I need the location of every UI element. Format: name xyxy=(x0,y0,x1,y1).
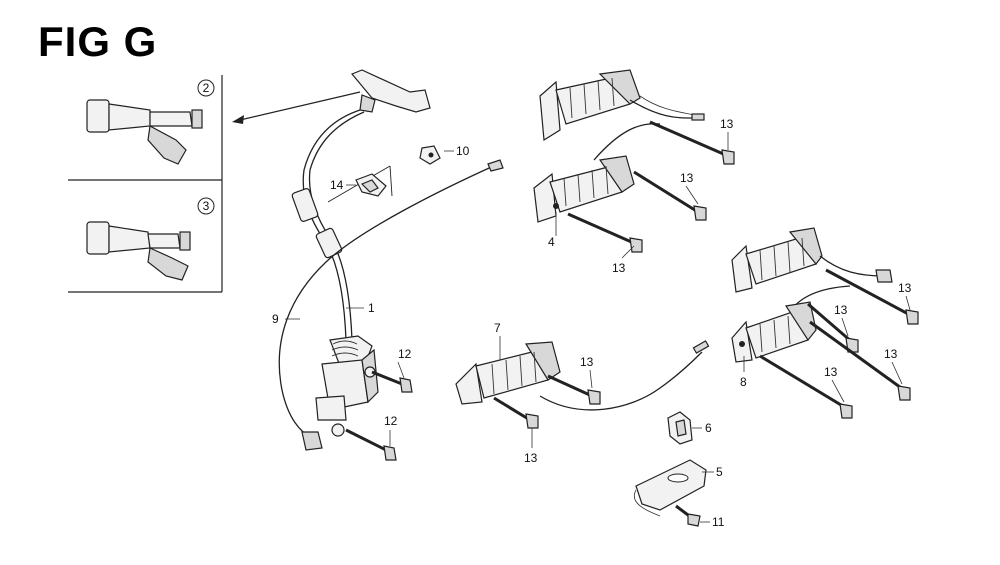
variant-inset: 2 3 xyxy=(68,75,361,293)
bolts-13-upper xyxy=(567,120,735,253)
callout-8: 8 xyxy=(740,375,747,389)
figure-title: FIG G xyxy=(38,18,158,65)
callout-labels: 1 9 12 12 10 14 13 13 13 4 13 13 7 13 13… xyxy=(272,117,912,529)
callout-13-b: 13 xyxy=(680,171,694,185)
callout-13-h: 13 xyxy=(884,347,898,361)
callout-6: 6 xyxy=(705,421,712,435)
callout-13-i: 13 xyxy=(824,365,838,379)
callout-11: 11 xyxy=(712,515,725,529)
charge-coil-4 xyxy=(533,155,635,223)
callout-7: 7 xyxy=(494,321,501,335)
callout-13-d: 13 xyxy=(580,355,594,369)
callout-1: 1 xyxy=(368,301,375,315)
variant-2-circle-label: 2 xyxy=(203,81,210,95)
mounting-plate-5 xyxy=(633,459,707,527)
ignition-coil-assembly xyxy=(291,69,431,437)
wire-clip-10 xyxy=(419,145,441,165)
plug-cap-variant-2: 2 xyxy=(86,79,215,165)
callout-13-a: 13 xyxy=(720,117,734,131)
charge-coil-right-upper xyxy=(731,227,893,313)
variant-3-circle-label: 3 xyxy=(203,199,210,213)
callout-13-g: 13 xyxy=(834,303,848,317)
callout-10: 10 xyxy=(456,144,470,158)
bolts-13-right xyxy=(759,268,919,419)
charge-coil-upper xyxy=(539,69,705,161)
callout-13-f: 13 xyxy=(898,281,912,295)
charge-coil-7 xyxy=(455,340,710,429)
callout-4: 4 xyxy=(548,235,555,249)
callout-9: 9 xyxy=(272,312,279,326)
charge-coil-8 xyxy=(731,301,817,363)
plug-cap-variant-3: 3 xyxy=(86,197,215,281)
callout-5: 5 xyxy=(716,465,723,479)
callout-14: 14 xyxy=(330,178,344,192)
callout-13-e: 13 xyxy=(524,451,538,465)
arrow-head-icon xyxy=(232,115,244,124)
cord-clip-6 xyxy=(667,411,693,445)
wire-clip-14 xyxy=(327,165,393,203)
bolt-12-a xyxy=(371,370,413,393)
callout-leaders xyxy=(285,132,911,523)
callout-12-a: 12 xyxy=(398,347,412,361)
arrow-line xyxy=(239,91,361,121)
bolt-12-b xyxy=(345,428,397,461)
callout-12-b: 12 xyxy=(384,414,398,428)
ground-wire xyxy=(278,159,504,451)
callout-13-c: 13 xyxy=(612,261,626,275)
